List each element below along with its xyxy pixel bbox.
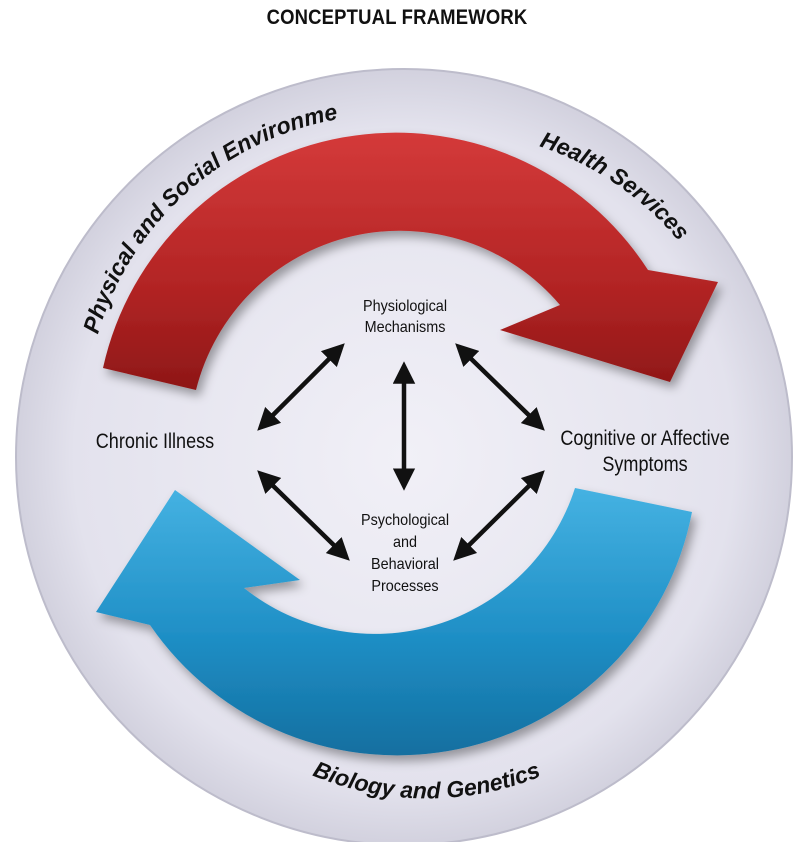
- node-right-line2: Symptoms: [602, 453, 688, 476]
- node-right-line1: Cognitive or Affective: [560, 427, 730, 450]
- node-top-line2: Mechanisms: [364, 319, 446, 336]
- connector-chronic-psych: [257, 470, 350, 561]
- red-cycle-arrow: [103, 132, 718, 390]
- node-top-line1: Physiological: [362, 298, 448, 315]
- connector-physio-chronic: [257, 343, 345, 431]
- node-psychological-behavioral: Psychological and Behavioral Processes: [324, 510, 486, 598]
- node-cognitive-affective: Cognitive or Affective Symptoms: [538, 426, 753, 478]
- node-connectors: [257, 343, 545, 561]
- node-chronic-illness: Chronic Illness: [95, 430, 215, 453]
- node-bottom-line4: Processes: [371, 578, 439, 595]
- connector-cognitive-psych: [453, 470, 545, 561]
- node-bottom-line1: Psychological: [360, 512, 450, 529]
- connector-physio-cognitive: [455, 343, 545, 431]
- node-bottom-line3: Behavioral: [370, 556, 440, 573]
- node-physiological-mechanisms: Physiological Mechanisms: [320, 296, 491, 338]
- node-bottom-line2: and: [392, 534, 418, 551]
- diagram-title: CONCEPTUAL FRAMEWORK: [266, 6, 528, 29]
